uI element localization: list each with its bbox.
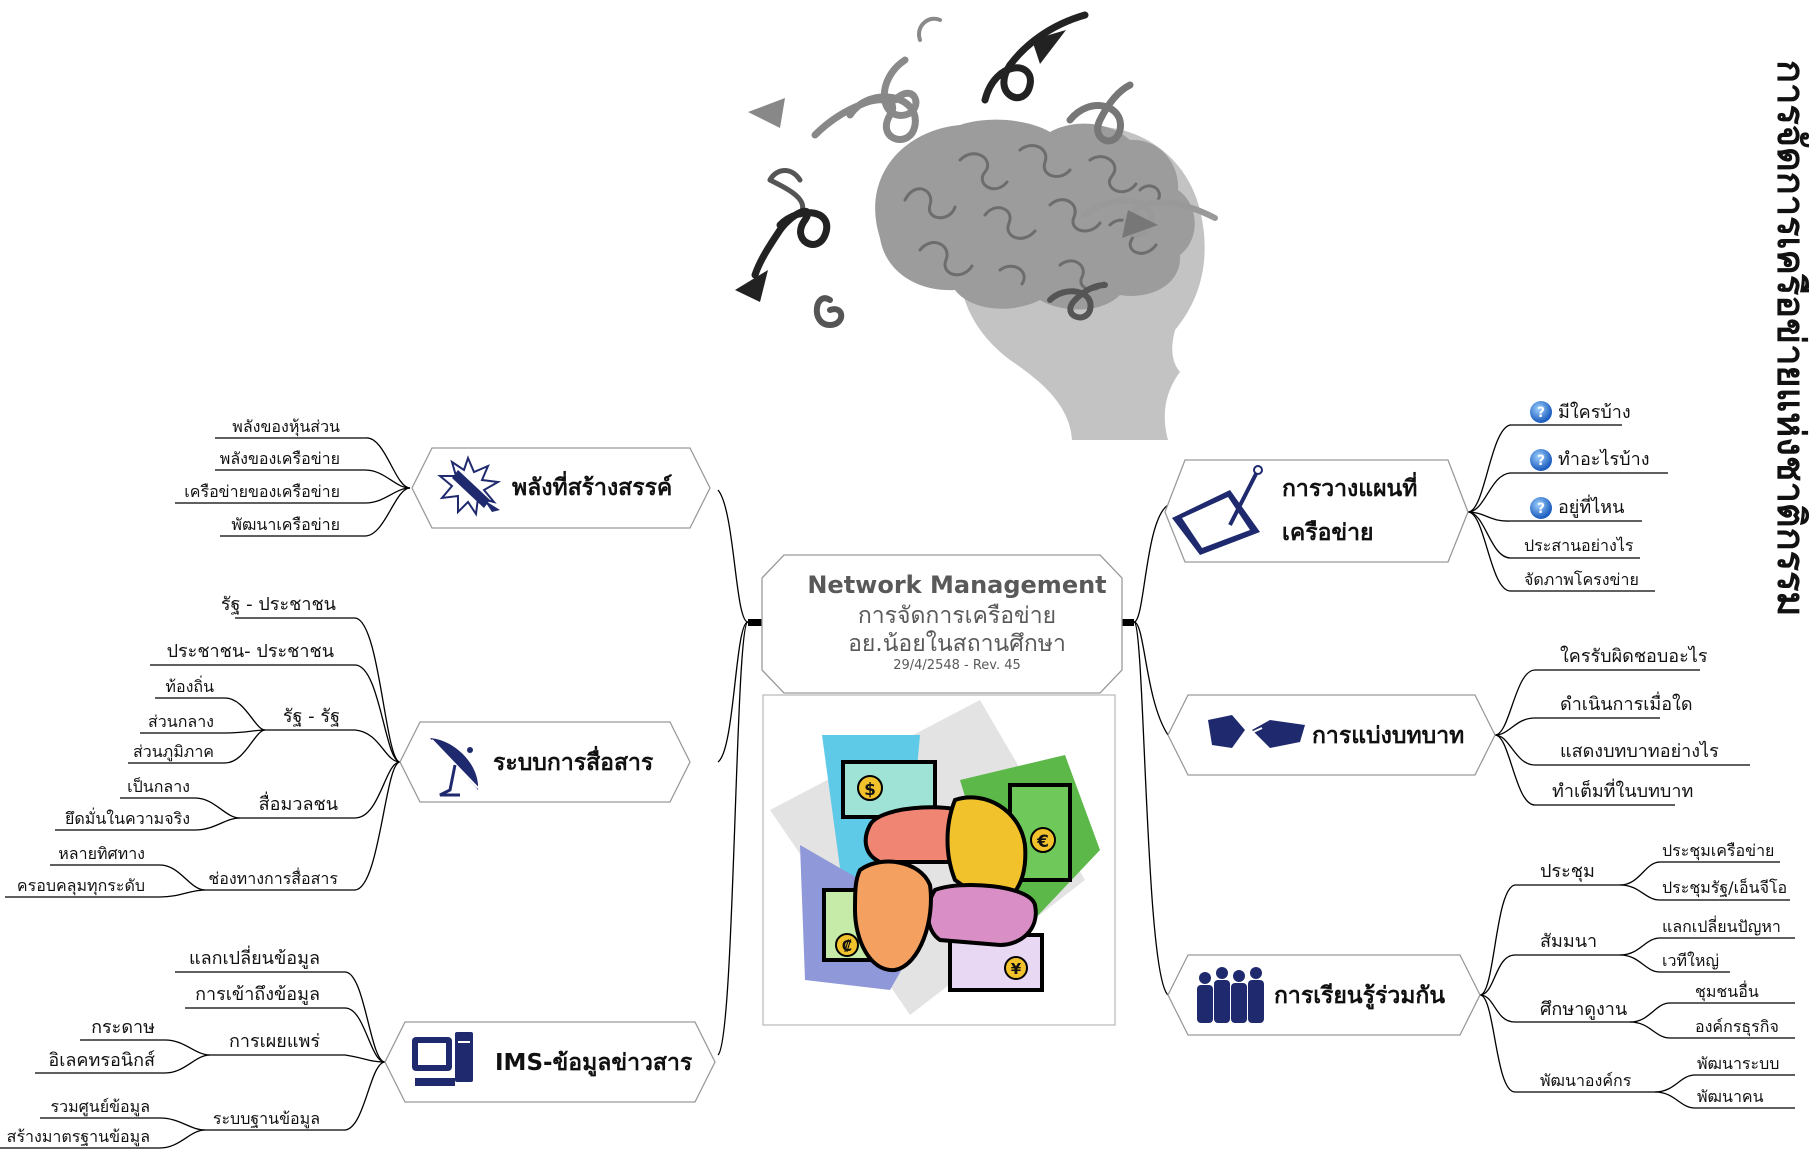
list-item[interactable]: ทำเต็มที่ในบทบาท xyxy=(1552,778,1693,802)
list-item[interactable]: เวทีใหญ่ xyxy=(1662,951,1719,970)
creative-power-items: พลังของหุ้นส่วน พลังของเครือข่าย เครือข่… xyxy=(184,417,340,534)
list-item[interactable]: พลังของหุ้นส่วน xyxy=(232,417,340,437)
list-item[interactable]: ชุมชนอื่น xyxy=(1695,980,1759,1002)
branch-roles[interactable]: การแบ่งบทบาท xyxy=(1167,694,1496,776)
list-item[interactable]: ใครรับผิดชอบอะไร xyxy=(1560,645,1708,667)
list-item[interactable]: พัฒนาคน xyxy=(1697,1087,1764,1106)
list-item[interactable]: ส่วนกลาง xyxy=(148,712,214,731)
satellite-dish-icon xyxy=(430,738,479,797)
list-item[interactable]: ทำอะไรบ้าง xyxy=(1558,448,1650,470)
svg-text:?: ? xyxy=(1537,405,1545,421)
vertical-title: การจัดการเครือข่ายแห่งชาติกรรม xyxy=(1769,60,1809,616)
mass-media[interactable]: สื่อมวลชน xyxy=(259,791,338,815)
branch-learning[interactable]: การเรียนรู้ร่วมกัน xyxy=(1167,954,1481,1036)
center-revision: 29/4/2548 - Rev. 45 xyxy=(893,658,1021,673)
center-title: Network Management xyxy=(807,571,1106,599)
list-item[interactable]: รวมศูนย์ข้อมูล xyxy=(51,1097,151,1117)
branch-mapping[interactable]: การวางแผนที่ เครือข่าย xyxy=(1164,459,1469,563)
svg-text:?: ? xyxy=(1537,453,1545,469)
learning-items: ประชุม ประชุมเครือข่าย ประชุมรัฐ/เอ็นจีโ… xyxy=(1540,841,1787,1106)
question-icon: ? xyxy=(1530,401,1552,423)
ims-items: แลกเปลี่ยนข้อมูล การเข้าถึงข้อมูล การเผย… xyxy=(7,945,321,1147)
list-item[interactable]: ดำเนินการเมื่อใด xyxy=(1560,691,1693,715)
state-people[interactable]: รัฐ - ประชาชน xyxy=(221,594,336,615)
computer-icon xyxy=(412,1032,473,1086)
branch-label: ระบบการสื่อสาร xyxy=(493,745,654,776)
joined-hands-money-icon: $ € ₡ ¥ xyxy=(762,694,1116,1026)
colon-symbol: ₡ xyxy=(842,937,852,955)
list-item[interactable]: กระดาษ xyxy=(91,1017,155,1038)
list-item[interactable]: ยึดมั่นในความจริง xyxy=(65,807,190,828)
center-subtitle-2: อย.น้อยในสถานศึกษา xyxy=(848,630,1066,657)
list-item[interactable]: สร้างมาตรฐานข้อมูล xyxy=(7,1127,150,1147)
branch-label: การแบ่งบทบาท xyxy=(1312,723,1464,749)
question-icon: ? xyxy=(1530,449,1552,471)
brain-head-icon xyxy=(735,11,1218,440)
channels[interactable]: ช่องทางการสื่อสาร xyxy=(208,867,338,888)
center-subtitle: การจัดการเครือข่าย xyxy=(858,603,1056,629)
list-item[interactable]: แสดงบทบาทอย่างไร xyxy=(1560,740,1719,762)
list-item[interactable]: มีใครบ้าง xyxy=(1558,401,1631,423)
list-item[interactable]: พัฒนาเครือข่าย xyxy=(231,515,340,534)
list-item[interactable]: พลังของเครือข่าย xyxy=(220,449,340,468)
list-item[interactable]: แลกเปลี่ยนปัญหา xyxy=(1662,915,1781,936)
center-topic[interactable]: Network Management การจัดการเครือข่าย อย… xyxy=(761,554,1123,694)
data-exchange[interactable]: แลกเปลี่ยนข้อมูล xyxy=(189,945,320,969)
branch-ims[interactable]: IMS-ข้อมูลข่าวสาร xyxy=(384,1021,716,1103)
study-tour[interactable]: ศึกษาดูงาน xyxy=(1540,999,1627,1020)
seminar[interactable]: สัมมนา xyxy=(1540,931,1597,952)
list-item[interactable]: ประชุมรัฐ/เอ็นจีโอ xyxy=(1662,877,1787,898)
svg-text:?: ? xyxy=(1537,501,1545,517)
branch-label-line2: เครือข่าย xyxy=(1282,520,1374,546)
starburst-pen-icon xyxy=(437,455,502,517)
branch-label: พลังที่สร้างสรรค์ xyxy=(512,470,672,501)
group-people-icon xyxy=(1197,967,1264,1023)
question-icon: ? xyxy=(1530,497,1552,519)
roles-items: ใครรับผิดชอบอะไร ดำเนินการเมื่อใด แสดงบท… xyxy=(1552,645,1719,802)
dollar-symbol: $ xyxy=(864,780,876,800)
list-item[interactable]: ท้องถิ่น xyxy=(165,675,214,696)
meeting[interactable]: ประชุม xyxy=(1540,861,1595,882)
list-item[interactable]: ครอบคลุมทุกระดับ xyxy=(17,876,145,896)
list-item[interactable]: อยู่ที่ไหน xyxy=(1558,494,1624,518)
branch-label-line1: การวางแผนที่ xyxy=(1282,471,1417,502)
org-development[interactable]: พัฒนาองค์กร xyxy=(1540,1071,1632,1090)
state-state[interactable]: รัฐ - รัฐ xyxy=(283,706,340,727)
data-access[interactable]: การเข้าถึงข้อมูล xyxy=(195,984,320,1005)
branch-communication[interactable]: ระบบการสื่อสาร xyxy=(399,721,691,803)
list-item[interactable]: หลายทิศทาง xyxy=(58,844,145,863)
pda-stylus-icon xyxy=(1172,465,1263,555)
euro-symbol: € xyxy=(1036,832,1049,852)
handshake-icon xyxy=(1208,715,1305,748)
branch-creative-power[interactable]: พลังที่สร้างสรรค์ xyxy=(411,447,711,529)
list-item[interactable]: เป็นกลาง xyxy=(127,776,190,796)
branch-label: IMS-ข้อมูลข่าวสาร xyxy=(495,1050,693,1077)
list-item[interactable]: ประชุมเครือข่าย xyxy=(1662,841,1774,861)
list-item[interactable]: จัดภาพโครงข่าย xyxy=(1524,570,1639,589)
branch-label: การเรียนรู้ร่วมกัน xyxy=(1274,983,1445,1010)
connectors xyxy=(0,424,1795,1149)
dissemination[interactable]: การเผยแพร่ xyxy=(229,1031,320,1052)
list-item[interactable]: พัฒนาระบบ xyxy=(1697,1054,1779,1073)
database[interactable]: ระบบฐานข้อมูล xyxy=(213,1109,320,1129)
list-item[interactable]: องค์กรธุรกิจ xyxy=(1695,1017,1779,1037)
yen-symbol: ¥ xyxy=(1011,960,1022,978)
list-item[interactable]: ส่วนภูมิภาค xyxy=(133,742,214,762)
communication-items: รัฐ - ประชาชน ประชาชน- ประชาชน รัฐ - รัฐ… xyxy=(17,594,340,896)
mapping-items: ? ? ? มีใครบ้าง ทำอะไรบ้าง อยู่ที่ไหน ปร… xyxy=(1524,401,1650,589)
list-item[interactable]: ประสานอย่างไร xyxy=(1524,536,1634,555)
people-people[interactable]: ประชาชน- ประชาชน xyxy=(167,641,334,662)
list-item[interactable]: เครือข่ายของเครือข่าย xyxy=(184,482,340,501)
list-item[interactable]: อิเลคทรอนิกส์ xyxy=(48,1050,155,1071)
